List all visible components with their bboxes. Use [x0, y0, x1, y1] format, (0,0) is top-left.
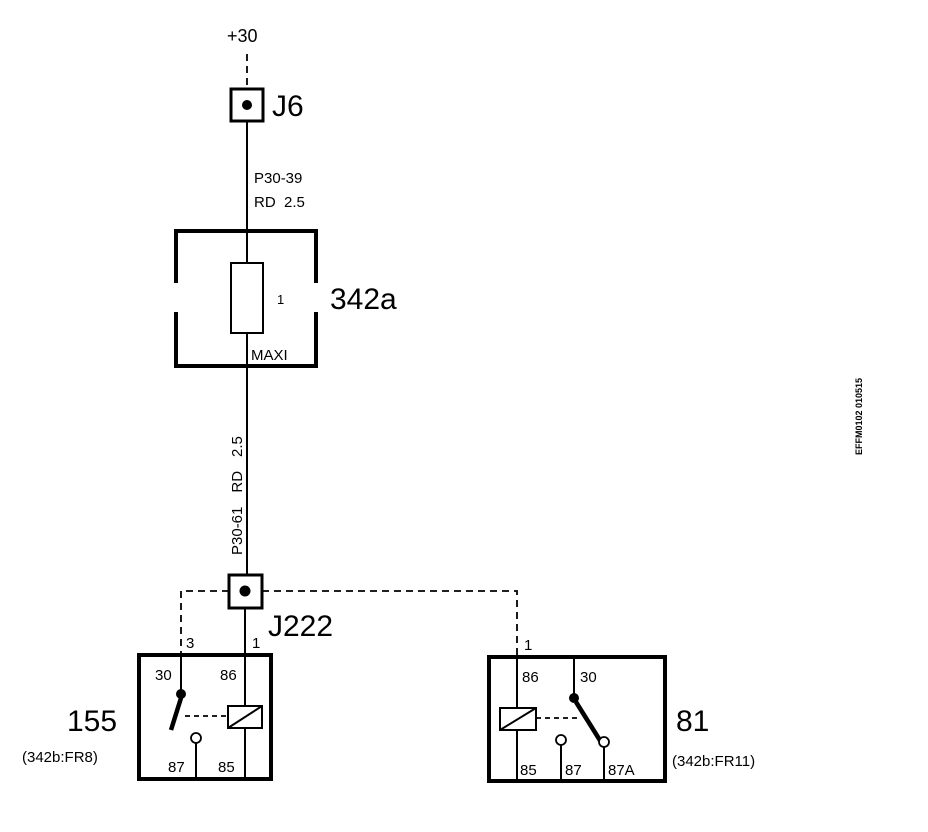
j222-label: J222: [268, 610, 333, 643]
wire-mid-size: 2.5: [229, 436, 246, 457]
j6-label: J6: [272, 90, 304, 123]
fuse-type: MAXI: [251, 347, 288, 364]
side-code-group: EFFM0102 010515: [854, 378, 864, 455]
fuse-box-342a: [174, 229, 318, 368]
branch-right-dashed: [262, 590, 518, 656]
side-code: EFFM0102 010515: [854, 378, 864, 455]
relay-155-terminal-86: 86: [220, 667, 237, 684]
relay-155-terminal-87: 87: [168, 759, 185, 776]
supply-label: +30: [227, 26, 258, 46]
wire-top-circuit: P30-39: [254, 170, 302, 187]
relay-81: [487, 655, 667, 783]
wire-mid-circuit: P30-61: [229, 507, 246, 555]
relay-81-switch: [574, 700, 603, 744]
relay-155-location: (342b:FR8): [22, 749, 98, 766]
fuse-element: [230, 262, 264, 334]
relay-81-terminal-30: 30: [580, 669, 597, 686]
relay-81-id: 81: [676, 705, 709, 738]
fuse-id: 342a: [330, 283, 397, 316]
relay-81-location: (342b:FR11): [672, 753, 755, 770]
svg-text:P30-61RD2.5: P30-61 RD 2.5: [229, 436, 246, 555]
relay-155-switch: [168, 697, 184, 731]
branch-left-dashed: [180, 590, 229, 653]
relay-81-terminal-85: 85: [520, 762, 537, 779]
pin-left-branch: 3: [186, 635, 194, 652]
pin-center: 1: [252, 635, 260, 652]
relay-81-terminal-87a: 87A: [608, 762, 635, 779]
relay-155-terminal-85: 85: [218, 759, 235, 776]
relay-155-id: 155: [67, 705, 117, 738]
wire-mid-color: RD: [229, 471, 246, 493]
fuse-number: 1: [277, 292, 284, 307]
j222-node: [239, 585, 251, 597]
relay-81-terminal-86: 86: [522, 669, 539, 686]
wire-mid-label: P30-61 RD 2.5: [229, 436, 246, 555]
relay-81-terminal-87: 87: [565, 762, 582, 779]
relay-155-terminal-30: 30: [155, 667, 172, 684]
relay-155: [137, 653, 273, 781]
pin-right-branch: 1: [524, 637, 532, 654]
j6-node: [242, 100, 252, 110]
wire-top-spec: RD 2.5: [254, 194, 305, 211]
